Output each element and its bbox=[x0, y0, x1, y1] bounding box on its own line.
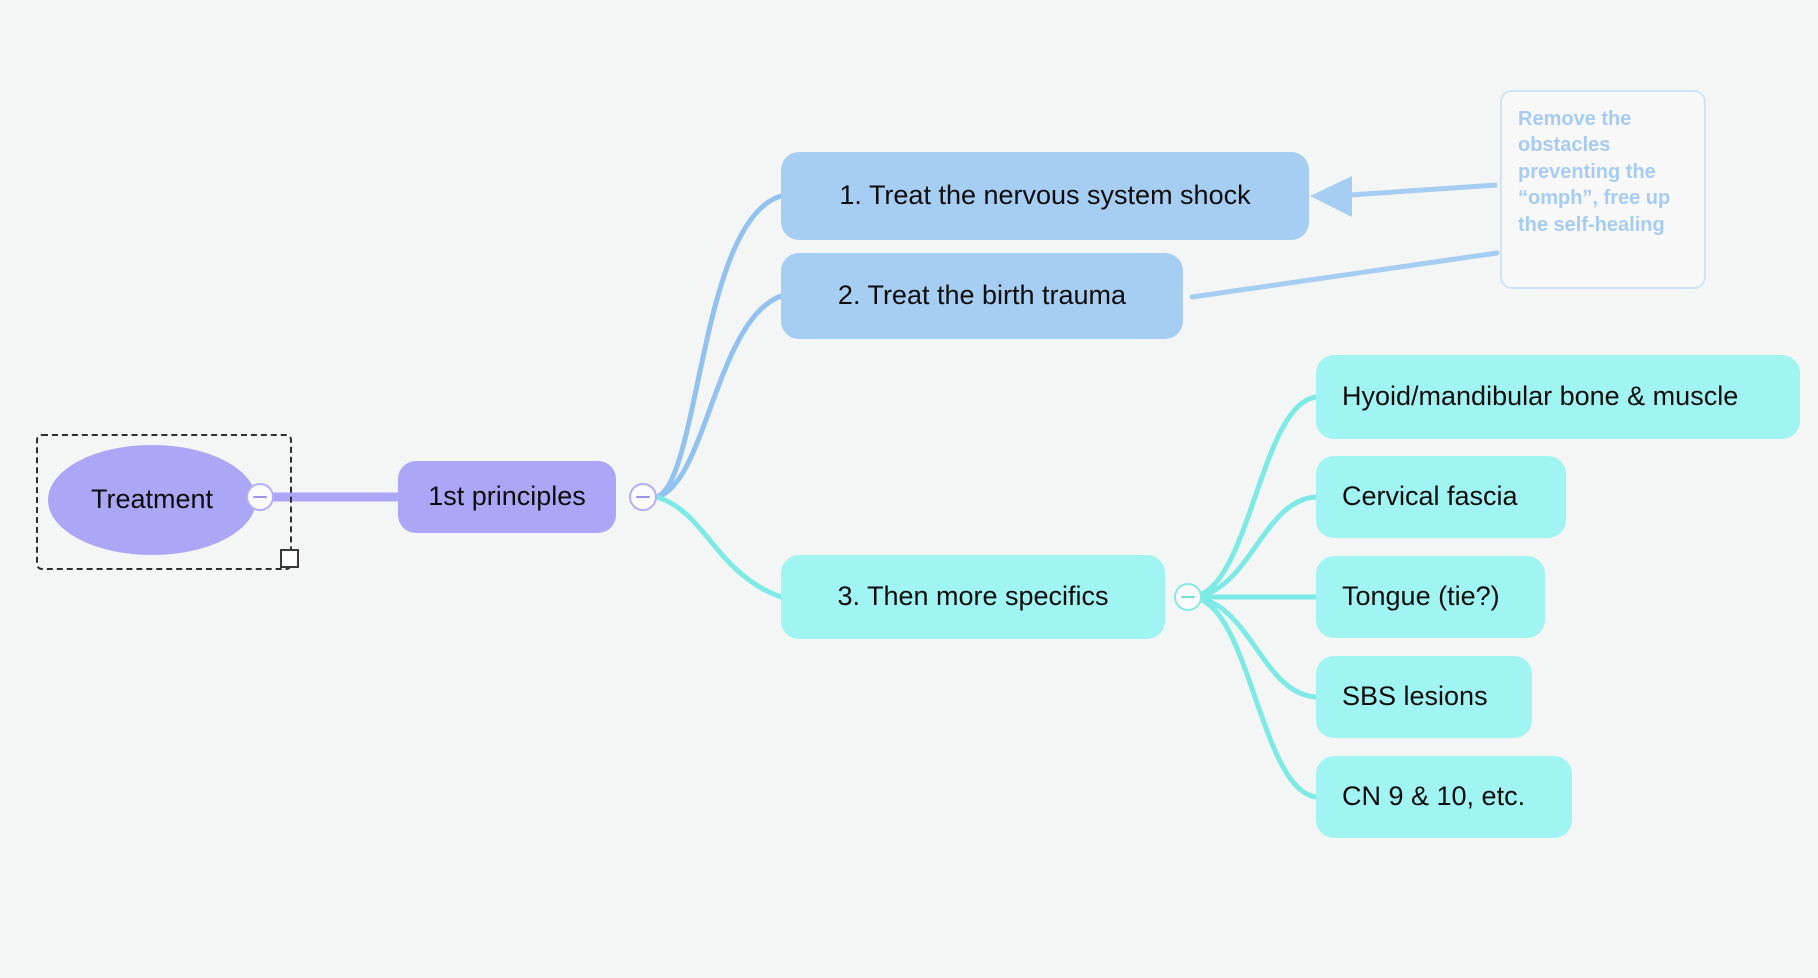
minus-icon bbox=[1181, 596, 1195, 598]
note-text: Remove the obstacles preventing the “omp… bbox=[1518, 108, 1671, 236]
node-root-treatment[interactable]: Treatment bbox=[48, 445, 256, 555]
edge-note-to-branch-2 bbox=[1189, 250, 1500, 300]
edge-center-to-branch-3 bbox=[654, 494, 784, 600]
branch-1-label: 1. Treat the nervous system shock bbox=[839, 180, 1251, 211]
minus-icon bbox=[253, 496, 267, 498]
minus-icon bbox=[636, 496, 650, 498]
root-collapse-toggle[interactable] bbox=[246, 483, 274, 511]
node-branch-2[interactable]: 2. Treat the birth trauma bbox=[781, 253, 1183, 339]
edge-branch3-to-specific-2 bbox=[1189, 494, 1319, 600]
node-specific-2[interactable]: Cervical fascia bbox=[1316, 456, 1566, 538]
node-branch-1[interactable]: 1. Treat the nervous system shock bbox=[781, 152, 1309, 240]
node-specific-1[interactable]: Hyoid/mandibular bone & muscle bbox=[1316, 355, 1800, 439]
specific-2-label: Cervical fascia bbox=[1342, 481, 1518, 512]
node-specific-5[interactable]: CN 9 & 10, etc. bbox=[1316, 756, 1572, 838]
specific-1-label: Hyoid/mandibular bone & muscle bbox=[1342, 381, 1739, 412]
root-selection-box bbox=[36, 434, 292, 570]
branch-3-collapse-toggle[interactable] bbox=[1174, 583, 1202, 611]
node-specific-3[interactable]: Tongue (tie?) bbox=[1316, 556, 1545, 638]
center-collapse-toggle[interactable] bbox=[629, 483, 657, 511]
branch-3-label: 3. Then more specifics bbox=[837, 581, 1109, 612]
specific-3-label: Tongue (tie?) bbox=[1342, 581, 1500, 612]
root-resize-handle[interactable] bbox=[280, 549, 299, 568]
edge-center-to-branch-1 bbox=[654, 193, 784, 500]
note-arrowhead bbox=[1310, 176, 1352, 217]
edge-branch3-to-specific-1 bbox=[1189, 394, 1319, 600]
edge-branch3-to-specific-5 bbox=[1189, 594, 1319, 800]
node-specific-4[interactable]: SBS lesions bbox=[1316, 656, 1532, 738]
root-label: Treatment bbox=[90, 484, 214, 515]
edge-center-to-branch-2 bbox=[654, 293, 784, 500]
note-callout[interactable]: Remove the obstacles preventing the “omp… bbox=[1500, 90, 1706, 289]
specific-4-label: SBS lesions bbox=[1342, 681, 1488, 712]
center-label: 1st principles bbox=[428, 481, 586, 512]
specific-5-label: CN 9 & 10, etc. bbox=[1342, 781, 1526, 812]
node-1st-principles[interactable]: 1st principles bbox=[398, 461, 616, 533]
node-branch-3[interactable]: 3. Then more specifics bbox=[781, 555, 1165, 639]
edge-note-to-branch-1 bbox=[1334, 182, 1498, 199]
branch-2-label: 2. Treat the birth trauma bbox=[837, 280, 1127, 311]
edge-branch3-to-specific-4 bbox=[1189, 594, 1319, 700]
